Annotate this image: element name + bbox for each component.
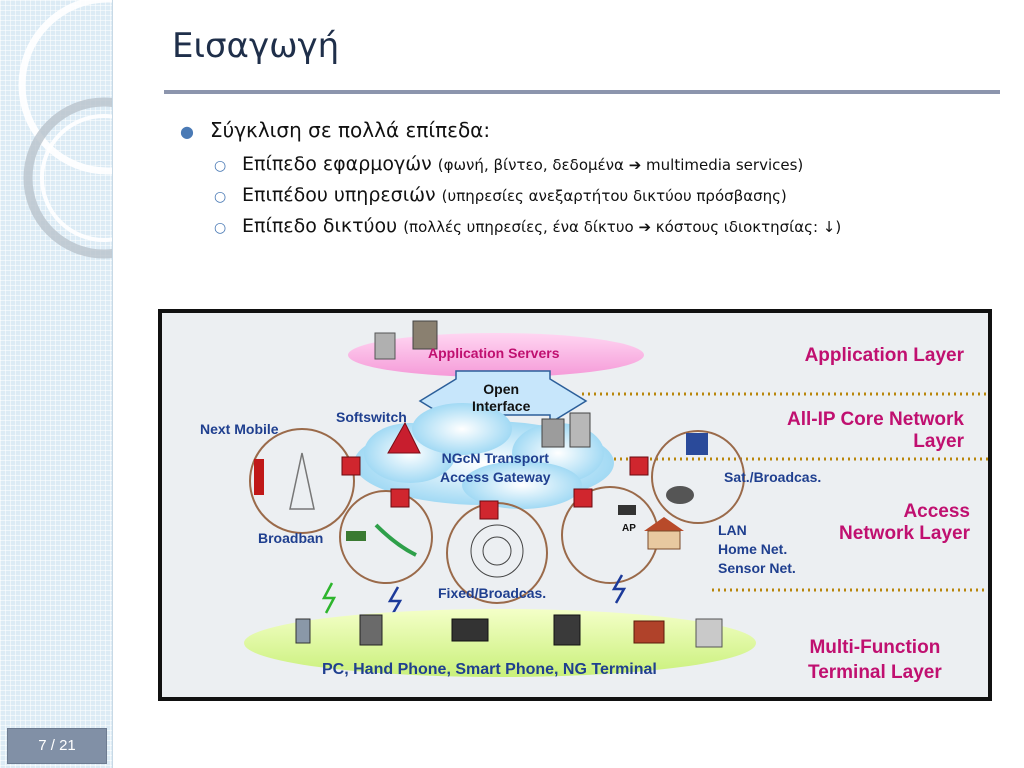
bullet-dot-icon: ● <box>180 122 194 141</box>
core-layer-line: Layer <box>913 431 964 452</box>
server-icon <box>541 418 565 448</box>
arrow-right-icon: ➔ <box>628 156 642 174</box>
gateway-icon <box>341 456 361 476</box>
core-network-layer-label: All-IP Core Network Layer <box>787 409 964 453</box>
bullet-ring-icon: ○ <box>214 189 227 205</box>
broadcast-tower-icon <box>686 433 708 455</box>
server-icon <box>569 412 591 448</box>
house-icon <box>644 517 684 531</box>
fixed-broadcast-label: Fixed/Broadcas. <box>438 585 547 601</box>
sub-bullet-main: Επίπεδο δικτύου <box>242 215 398 237</box>
bullet-list: ● Σύγκλιση σε πολλά επίπεδα: ○ Επίπεδο ε… <box>180 118 841 246</box>
ng-terminal-icon <box>553 614 581 646</box>
server-icon <box>412 320 438 350</box>
open-interface-label: Open Interface <box>472 381 530 415</box>
bullet-text: Σύγκλιση σε πολλά επίπεδα: <box>210 118 491 142</box>
home-net-label: Home Net. <box>718 541 788 557</box>
sub-bullet-main: Επιπέδου υπηρεσιών <box>242 184 436 206</box>
tv-icon <box>633 620 665 644</box>
page-indicator: 7 / 21 <box>7 728 107 764</box>
bullet-item: ● Σύγκλιση σε πολλά επίπεδα: <box>180 118 841 142</box>
sub-bullet-item: ○ Επίπεδο δικτύου (πολλές υπηρεσίες, ένα… <box>214 215 841 237</box>
terminal-layer-line: Multi-Function <box>809 637 941 658</box>
wireless-signal-icon <box>611 574 627 604</box>
core-layer-line: All-IP Core Network <box>786 409 964 430</box>
access-layer-line: Network Layer <box>839 523 970 544</box>
sub-bullet-detail: (υπηρεσίες ανεξαρτήτου δικτύου πρόσβασης… <box>441 187 787 205</box>
ngcn-label: NGcN Transport Access Gateway <box>440 449 551 487</box>
sub-bullet-item: ○ Επιπέδου υπηρεσιών (υπηρεσίες ανεξαρτή… <box>214 184 841 206</box>
detail-text: (πολλές υπηρεσίες, ένα δίκτυο <box>403 218 639 236</box>
access-layer-line: Access <box>903 501 970 522</box>
satellite-dish-icon <box>666 486 694 504</box>
next-mobile-label: Next Mobile <box>200 421 279 437</box>
handheld-device-icon <box>295 618 311 644</box>
broadband-label: Broadban <box>258 530 324 546</box>
detail-text: (φωνή, βίντεο, δεδομένα <box>437 156 629 174</box>
sub-bullet-detail: (πολλές υπηρεσίες, ένα δίκτυο ➔ κόστους … <box>403 218 841 236</box>
open-interface-line: Interface <box>472 398 531 414</box>
server-icon <box>374 332 396 360</box>
open-interface-line: Open <box>483 381 520 397</box>
next-mobile-circle <box>249 428 355 534</box>
wireless-signal-icon <box>321 582 337 614</box>
decorative-sidebar: 7 / 21 <box>0 0 113 768</box>
gateway-icon <box>390 488 410 508</box>
gateway-icon <box>573 488 593 508</box>
cell-tower-icon <box>289 452 315 510</box>
ngcn-line: NGcN Transport <box>441 450 549 466</box>
mesh-network-icon <box>470 524 524 578</box>
terminal-layer-label: Multi-Function Terminal Layer <box>808 635 942 685</box>
network-architecture-diagram: Application Servers Open Interface Softs… <box>158 309 992 701</box>
sat-broadcast-label: Sat./Broadcas. <box>724 469 822 485</box>
access-point-icon <box>618 505 636 515</box>
detail-text: multimedia services) <box>641 156 804 174</box>
ngcn-line: Access Gateway <box>440 469 551 485</box>
terminal-layer-line: Terminal Layer <box>808 662 942 683</box>
softswitch-pyramid-icon <box>387 421 421 454</box>
slide-title: Εισαγωγή <box>172 26 340 66</box>
ap-label: AP <box>622 523 636 534</box>
smart-phone-icon <box>359 614 383 646</box>
detail-text: κόστους ιδιοκτησίας: ↓) <box>651 218 842 236</box>
bullet-ring-icon: ○ <box>214 158 227 174</box>
broadband-circle <box>339 490 433 584</box>
sub-bullet-main: Επίπεδο εφαρμογών <box>242 153 432 175</box>
cable-icon <box>374 523 417 557</box>
sat-broadcast-circle <box>651 430 745 524</box>
mobile-phone-icon <box>254 459 264 495</box>
lan-home-sensor-labels: LAN Home Net. Sensor Net. <box>718 521 796 578</box>
bullet-ring-icon: ○ <box>214 220 227 236</box>
application-layer-label: Application Layer <box>804 345 964 366</box>
arrow-right-icon: ➔ <box>638 218 652 236</box>
gateway-icon <box>629 456 649 476</box>
gateway-icon <box>479 500 499 520</box>
terminals-label: PC, Hand Phone, Smart Phone, NG Terminal <box>322 661 657 678</box>
sidebar-arcs-decoration <box>18 0 112 259</box>
card-reader-icon <box>695 618 723 648</box>
lan-label: LAN <box>718 522 747 538</box>
diagram-graphics <box>244 320 988 677</box>
title-divider <box>164 90 1000 94</box>
softswitch-label: Softswitch <box>336 409 407 425</box>
access-network-layer-label: Access Network Layer <box>839 501 970 545</box>
application-servers-label: Application Servers <box>428 345 560 361</box>
laptop-icon <box>451 618 489 642</box>
sub-bullet-detail: (φωνή, βίντεο, δεδομένα ➔ multimedia ser… <box>438 156 804 174</box>
sub-bullet-item: ○ Επίπεδο εφαρμογών (φωνή, βίντεο, δεδομ… <box>214 153 841 175</box>
modem-icon <box>346 531 366 541</box>
sensor-net-label: Sensor Net. <box>718 560 796 576</box>
wireless-signal-icon <box>387 586 403 616</box>
